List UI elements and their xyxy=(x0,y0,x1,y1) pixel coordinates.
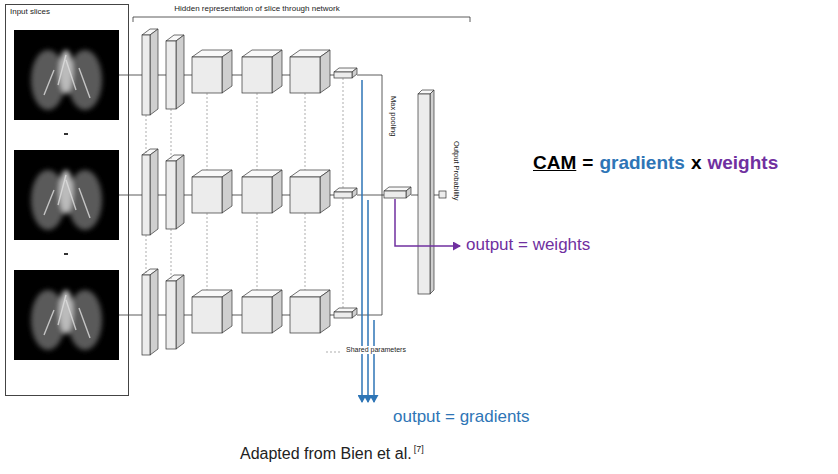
dashed-line xyxy=(207,213,208,290)
network-row xyxy=(119,29,357,115)
dashed-line xyxy=(146,235,147,275)
shared-parameter-lines xyxy=(146,78,343,352)
pool-side xyxy=(406,187,411,198)
bracket-label: Hidden representation of slice through n… xyxy=(174,4,339,14)
pool-wire xyxy=(357,195,382,315)
dashed-line xyxy=(257,93,258,170)
pool-wire xyxy=(357,75,382,195)
lung-slice xyxy=(14,150,119,240)
dashed-line xyxy=(146,115,147,155)
dashed-line xyxy=(305,93,306,170)
formula-operator: x xyxy=(691,152,702,175)
bracket xyxy=(133,17,470,22)
dashed-line xyxy=(343,78,344,188)
dashed-line xyxy=(171,229,172,281)
output-unit xyxy=(439,191,446,198)
pooled-vector xyxy=(384,191,406,198)
pool-wire xyxy=(357,195,384,196)
dashed-key xyxy=(326,352,342,353)
citation: Adapted from Bien et al. xyxy=(240,444,412,463)
formula-operator: = xyxy=(582,152,593,175)
cam-formula: CAM = gradients x weights xyxy=(533,152,778,175)
dense-side xyxy=(430,90,434,294)
layer-label: Max pooling xyxy=(389,96,398,136)
ellipsis-mark xyxy=(64,253,68,255)
citation-number: [7] xyxy=(414,444,424,455)
dashed-line xyxy=(171,109,172,161)
formula-term: weights xyxy=(708,152,779,175)
layer-label: Output Probability xyxy=(452,141,461,201)
input-slices-panel: Input slices xyxy=(5,4,129,396)
dashed-line xyxy=(257,213,258,290)
dashed-line xyxy=(305,213,306,290)
gradient-arrow xyxy=(373,320,375,402)
output-annotation: output = weights xyxy=(466,235,590,255)
key-note: Shared parameters xyxy=(345,346,407,354)
output-annotation: output = gradients xyxy=(393,407,530,427)
lung-slice xyxy=(14,270,119,360)
network-row xyxy=(119,149,357,235)
dashed-line xyxy=(207,93,208,170)
wire xyxy=(434,195,439,196)
wire xyxy=(411,195,418,196)
network-row xyxy=(119,269,357,355)
gradient-arrow xyxy=(367,200,369,402)
lung-slice xyxy=(14,30,119,120)
citation-line: Adapted from Bien et al.[7] xyxy=(240,444,424,463)
dashed-line xyxy=(343,198,344,308)
ellipsis-mark xyxy=(64,133,68,135)
panel-heading: Input slices xyxy=(10,7,50,17)
weights-arrow xyxy=(395,199,460,246)
formula-term: CAM xyxy=(533,152,576,175)
formula-term: gradients xyxy=(599,152,685,175)
dense-layer xyxy=(418,94,430,294)
